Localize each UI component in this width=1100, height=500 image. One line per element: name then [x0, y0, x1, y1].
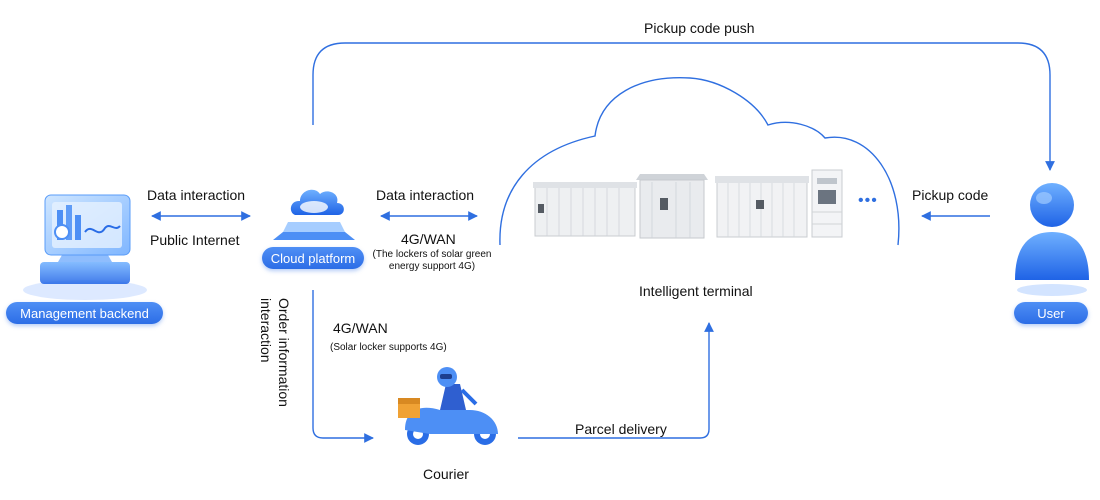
cloud-platform-illustration — [273, 189, 355, 240]
order-information-line2: interaction — [258, 298, 274, 363]
order-information-label: Order information interaction — [257, 298, 293, 407]
parcel-delivery-arrow — [518, 322, 714, 439]
pickup-code-push-arrow — [312, 42, 1055, 171]
user-illustration — [1015, 183, 1089, 296]
more-lockers-ellipsis: ••• — [858, 192, 878, 209]
data-interaction-right-label: Data interaction — [376, 187, 475, 203]
smart-lockers-illustration — [533, 169, 843, 239]
data-interaction-left-label: Data interaction — [147, 187, 246, 203]
management-backend-pill: Management backend — [6, 302, 163, 324]
pickup-code-label: Pickup code — [912, 187, 989, 203]
intelligent-terminal-label: Intelligent terminal — [639, 283, 753, 299]
wan-4g-top-label: 4G/WAN — [401, 231, 456, 247]
intelligent-terminal-cloud — [499, 77, 900, 246]
courier-illustration — [398, 367, 498, 445]
wan-4g-top-note-line2: energy support 4G) — [388, 261, 476, 272]
cloud-platform-pill: Cloud platform — [262, 247, 364, 269]
wan-4g-bottom-label: 4G/WAN — [333, 320, 388, 336]
management-backend-illustration — [23, 194, 147, 300]
order-information-line1: Order information — [276, 298, 292, 407]
courier-label: Courier — [423, 466, 469, 482]
wan-4g-top-note-line1: (The lockers of solar green — [372, 249, 492, 260]
parcel-delivery-label: Parcel delivery — [575, 421, 667, 437]
user-pill: User — [1014, 302, 1088, 324]
wan-4g-bottom-note: (Solar locker supports 4G) — [330, 342, 447, 353]
order-information-arrow — [312, 290, 374, 443]
public-internet-label: Public Internet — [150, 232, 240, 248]
wan-4g-top-note: (The lockers of solar green energy suppo… — [367, 249, 497, 273]
pickup-code-push-label: Pickup code push — [644, 20, 755, 36]
